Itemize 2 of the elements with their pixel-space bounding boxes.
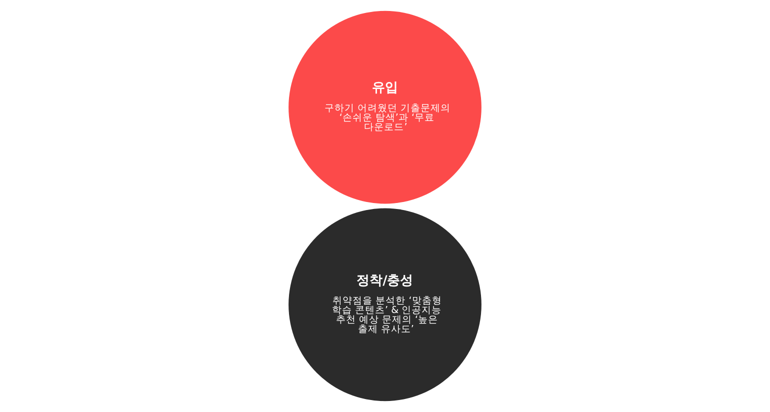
node-circle: 유입 구하기 어려웠던 기출문제의 ‘손쉬운 탐색’과 ‘무료 다운로드’ [288, 10, 482, 204]
node-circle: 정착/충성 취약점을 분석한 ‘맞춤형 학습 콘텐츠’ & 인공지능 추천 예상 문제의 ‘높은 출제 유사도’ [288, 208, 482, 402]
